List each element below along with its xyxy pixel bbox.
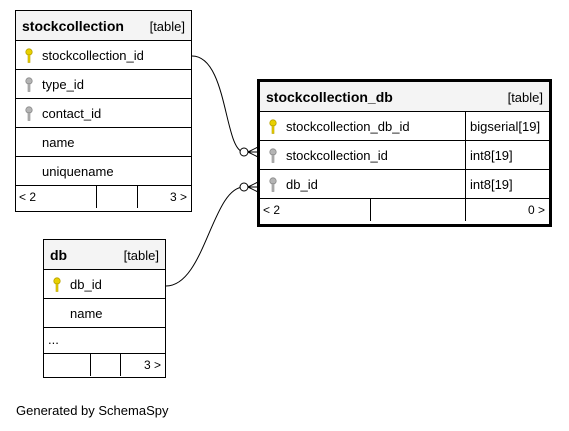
- table-stockcollection_db[interactable]: stockcollection_db [table] stockcollecti…: [257, 79, 552, 227]
- column-row[interactable]: stockcollection_id: [16, 41, 191, 70]
- footer-spacer: [90, 354, 121, 376]
- table-header: stockcollection [table]: [16, 11, 191, 41]
- table-header: db [table]: [44, 240, 165, 270]
- table-footer: < 2 0 >: [260, 199, 549, 221]
- column-type: bigserial[19]: [465, 112, 549, 140]
- column-name: db_id: [286, 177, 318, 192]
- column-name: contact_id: [42, 106, 102, 121]
- gold-key-icon: [53, 277, 61, 292]
- column-row[interactable]: name: [44, 299, 165, 328]
- table-kind: [table]: [123, 248, 159, 263]
- child-count[interactable]: 3 >: [143, 358, 161, 372]
- gold-key-icon: [25, 48, 33, 63]
- edge-db-to-stockcollection_db: [165, 186, 258, 287]
- table-footer: < 2 3 >: [16, 186, 191, 208]
- column-row[interactable]: db_id int8[19]: [260, 170, 549, 199]
- column-row[interactable]: stockcollection_db_id bigserial[19]: [260, 112, 549, 141]
- table-kind: [table]: [507, 90, 543, 105]
- parent-count[interactable]: < 2: [263, 203, 281, 217]
- table-kind: [table]: [149, 19, 185, 34]
- column-row[interactable]: stockcollection_id int8[19]: [260, 141, 549, 170]
- column-row[interactable]: type_id: [16, 70, 191, 99]
- gray-key-icon: [269, 148, 277, 163]
- child-count[interactable]: 0 >: [527, 203, 545, 217]
- column-name: stockcollection_id: [42, 48, 144, 63]
- table-name: db: [50, 247, 68, 263]
- column-name: uniquename: [42, 164, 114, 179]
- column-row[interactable]: uniquename: [16, 157, 191, 186]
- column-name: name: [42, 135, 75, 150]
- table-db[interactable]: db [table] db_id name ... 3 >: [43, 239, 166, 378]
- table-stockcollection[interactable]: stockcollection [table] stockcollection_…: [15, 10, 192, 212]
- column-name: type_id: [42, 77, 84, 92]
- child-count[interactable]: 3 >: [169, 190, 187, 204]
- gray-key-icon: [269, 177, 277, 192]
- footer-spacer: [96, 186, 138, 208]
- column-row[interactable]: contact_id: [16, 99, 191, 128]
- table-header: stockcollection_db [table]: [260, 82, 549, 112]
- column-name: name: [70, 306, 103, 321]
- footer-spacer: [370, 199, 466, 221]
- generated-by-credit: Generated by SchemaSpy: [16, 403, 169, 418]
- edge-optional-marker: [239, 147, 249, 157]
- edge-crowfoot: [247, 181, 259, 193]
- gray-key-icon: [25, 106, 33, 121]
- column-name: stockcollection_db_id: [286, 119, 410, 134]
- table-footer: 3 >: [44, 354, 165, 376]
- gray-key-icon: [25, 77, 33, 92]
- column-name: stockcollection_id: [286, 148, 388, 163]
- edge-optional-marker: [239, 182, 249, 192]
- parent-count[interactable]: < 2: [19, 190, 37, 204]
- column-type: int8[19]: [465, 141, 549, 169]
- column-type: int8[19]: [465, 170, 549, 198]
- column-row[interactable]: db_id: [44, 270, 165, 299]
- edge-stockcollection-to-stockcollection_db: [191, 55, 258, 153]
- column-name: db_id: [70, 277, 102, 292]
- gold-key-icon: [269, 119, 277, 134]
- column-row[interactable]: name: [16, 128, 191, 157]
- table-name: stockcollection_db: [266, 89, 393, 105]
- more-columns-ellipsis: ...: [48, 332, 59, 347]
- parent-count[interactable]: [44, 354, 90, 376]
- more-columns-row[interactable]: ...: [44, 328, 165, 354]
- table-name: stockcollection: [22, 18, 124, 34]
- edge-crowfoot: [247, 146, 259, 158]
